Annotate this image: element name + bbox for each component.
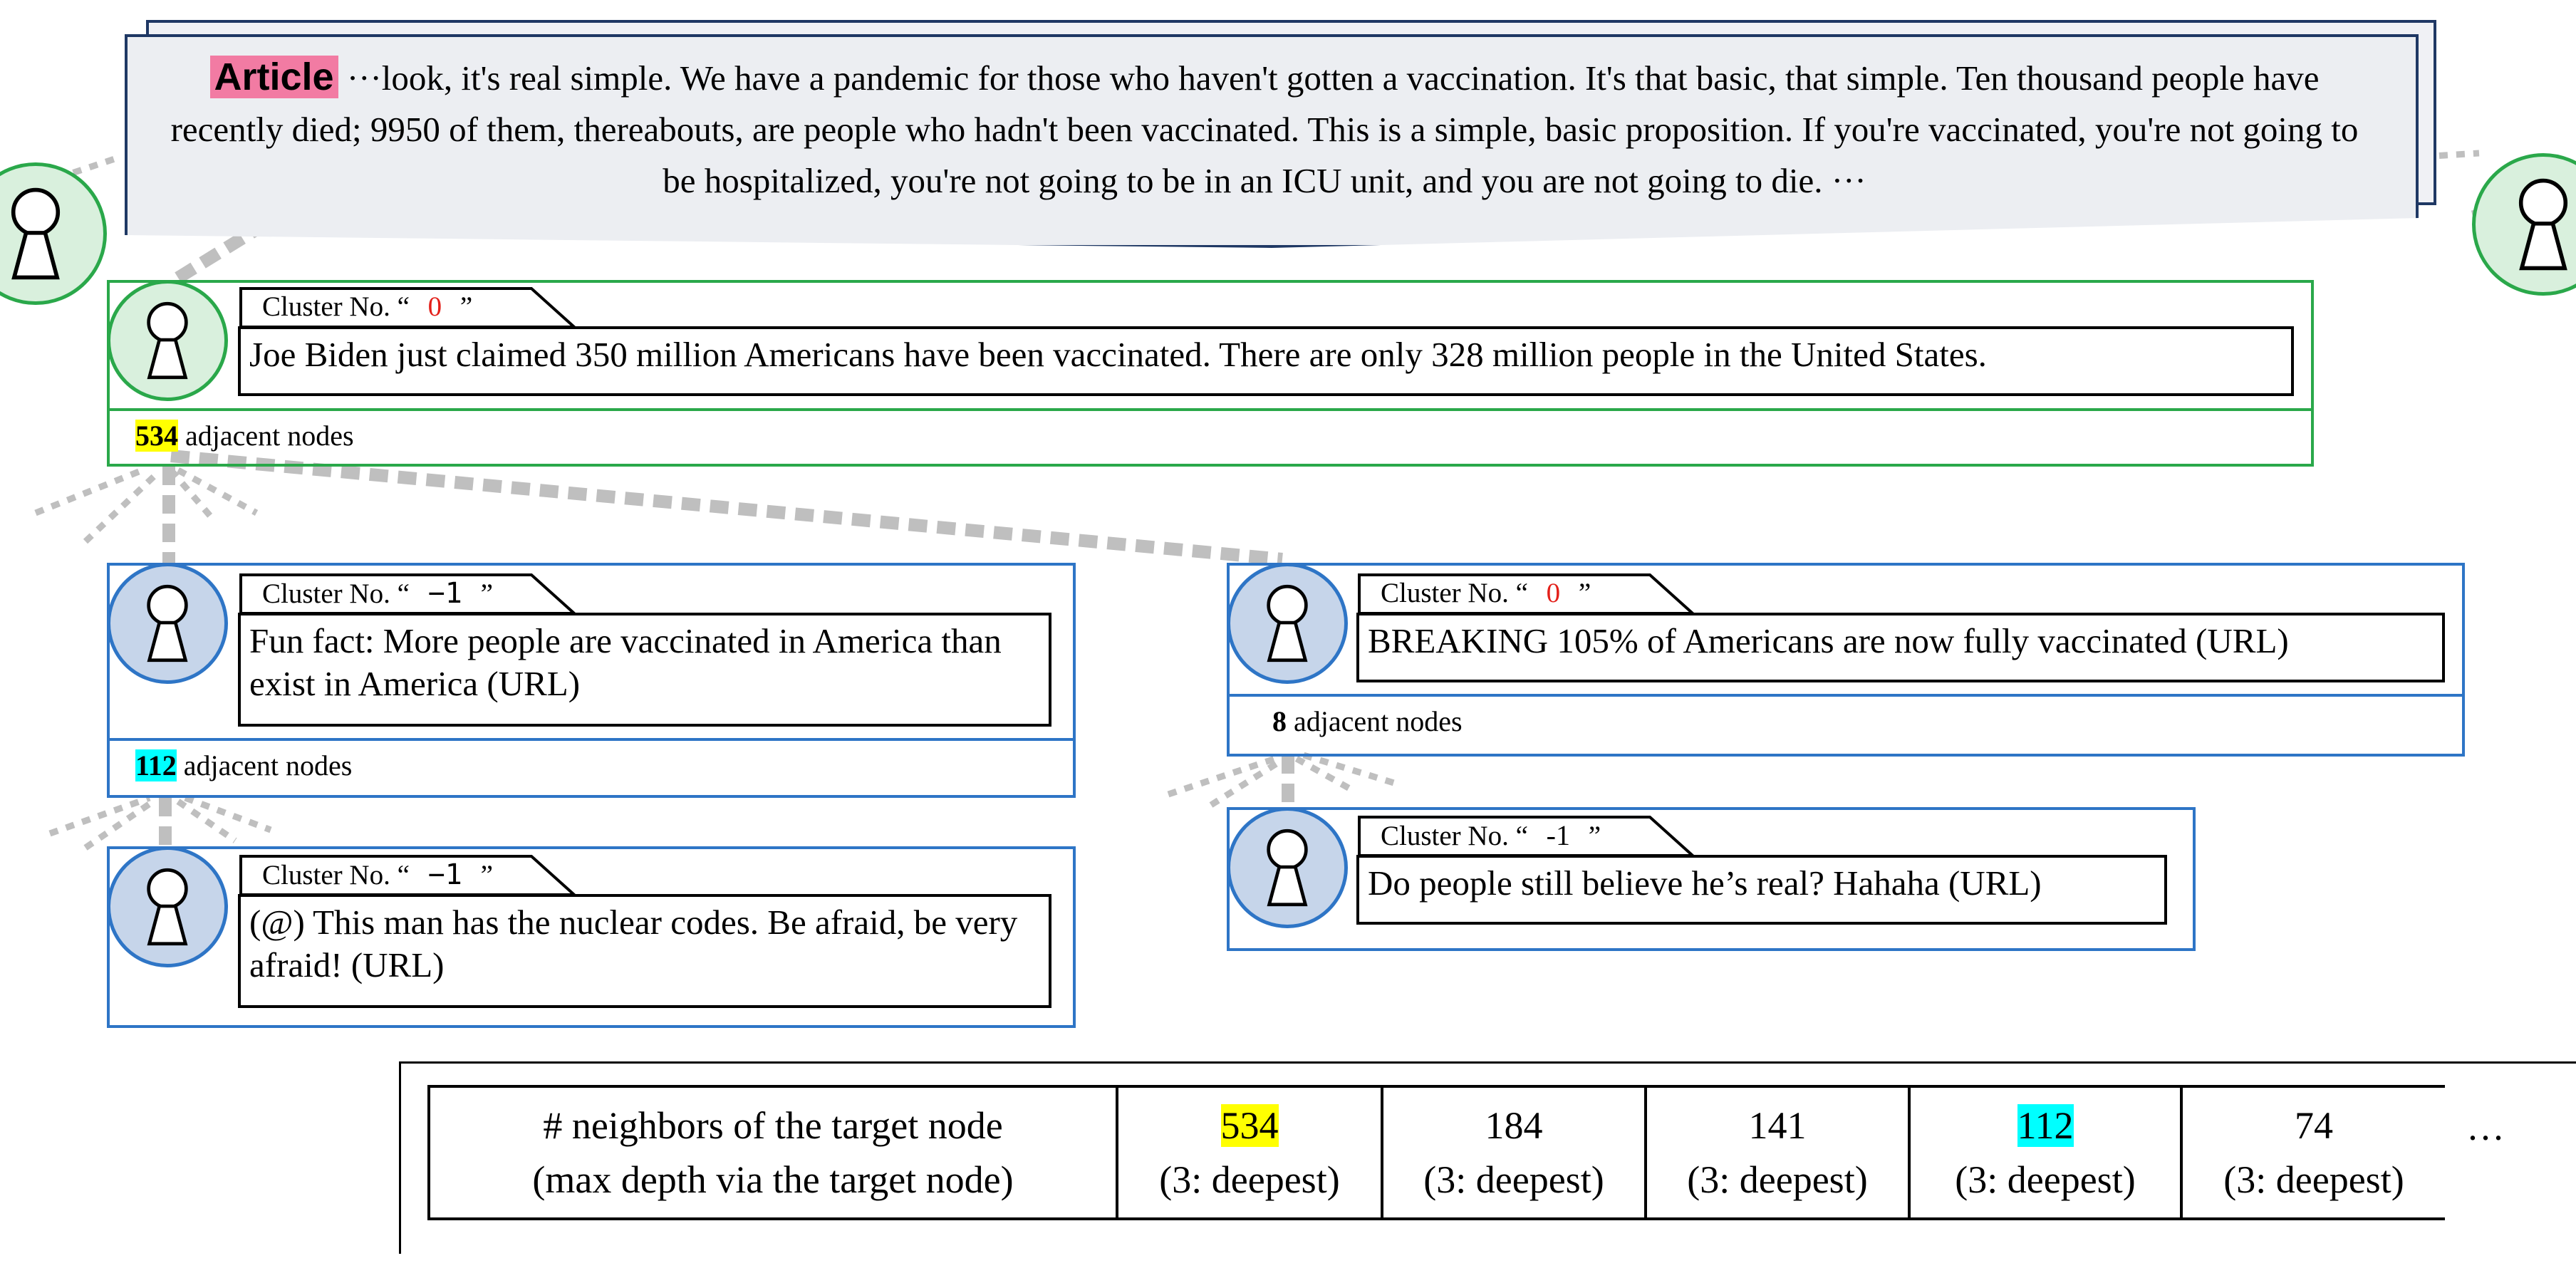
article-tag: Article [209, 56, 338, 98]
left2-avatar [107, 846, 228, 967]
article-text: ···look, it's real simple. We have a pan… [170, 58, 2359, 200]
root-avatar [107, 280, 228, 401]
left2-node-card [107, 846, 1076, 1028]
table-header-line2: (max depth via the target node) [532, 1158, 1014, 1201]
left1-node-card: 112 adjacent nodes [107, 563, 1076, 798]
article-card: Article ···look, it's real simple. We ha… [125, 34, 2419, 248]
table-count: 112 [2017, 1104, 2074, 1147]
table-depth: (3: deepest) [1687, 1158, 1868, 1201]
table-count: 141 [1748, 1104, 1807, 1147]
root-adjacent-count: 534 [135, 420, 178, 452]
table-depth: (3: deepest) [1159, 1158, 1340, 1201]
edge-root-right1 [170, 450, 1283, 566]
table-frame [399, 1061, 2576, 1254]
root-adjacent-label: adjacent nodes [178, 420, 354, 452]
right2-cluster-tab: Cluster No. “ -1 ” [1358, 816, 1696, 857]
right1-node-card: 8 adjacent nodes [1227, 563, 2465, 757]
table-depth: (3: deepest) [1955, 1158, 2136, 1201]
left2-cluster-number: −1 [427, 858, 462, 891]
left1-adjacent: 112 adjacent nodes [135, 749, 353, 781]
left2-cluster-tab: Cluster No. “ −1 ” [239, 855, 578, 896]
table-cell: 112 (3: deepest) [1908, 1085, 2183, 1220]
right2-avatar [1227, 807, 1348, 928]
table-cell: 141 (3: deepest) [1644, 1085, 1911, 1220]
right1-adjacent: 8 adjacent nodes [1272, 705, 1463, 737]
table-count: 184 [1485, 1104, 1543, 1147]
table-depth: (3: deepest) [2223, 1158, 2404, 1201]
right2-cluster-number: -1 [1546, 819, 1570, 851]
table-count: 534 [1220, 1104, 1279, 1147]
root-cluster-label: Cluster No. “ [262, 291, 417, 322]
right1-cluster-tab: Cluster No. “ 0 ” [1358, 573, 1696, 615]
avatar-right-edge [2472, 153, 2576, 296]
root-post-text: Joe Biden just claimed 350 million Ameri… [238, 326, 2294, 396]
table-count: 74 [2295, 1104, 2333, 1147]
left2-post-text: (@) This man has the nuclear codes. Be a… [238, 894, 1051, 1008]
left1-adjacent-count: 112 [135, 749, 177, 781]
neighbors-table: # neighbors of the target node (max dept… [427, 1085, 2445, 1220]
table-depth: (3: deepest) [1423, 1158, 1604, 1201]
right1-post-text: BREAKING 105% of Americans are now fully… [1356, 613, 2445, 682]
right1-cluster-number: 0 [1546, 578, 1561, 608]
table-cell: 74 (3: deepest) [2180, 1085, 2445, 1220]
table-ellipsis: ··· [2466, 1116, 2505, 1159]
root-cluster-number: 0 [427, 291, 442, 322]
table-cell: 184 (3: deepest) [1381, 1085, 1647, 1220]
left1-avatar [107, 563, 228, 684]
right1-avatar [1227, 563, 1348, 684]
left1-post-text: Fun fact: More people are vaccinated in … [238, 613, 1051, 727]
table-header-line1: # neighbors of the target node [543, 1104, 1003, 1147]
left1-cluster-number: −1 [427, 577, 462, 610]
root-node-card: 534 adjacent nodes [107, 280, 2314, 467]
right2-post-text: Do people still believe he’s real? Hahah… [1356, 855, 2167, 925]
root-cluster-tab: Cluster No. “ 0 ” [239, 287, 578, 328]
table-header-cell: # neighbors of the target node (max dept… [427, 1085, 1118, 1220]
right1-adjacent-count: 8 [1272, 705, 1287, 737]
table-cell: 534 (3: deepest) [1116, 1085, 1383, 1220]
avatar-left-edge [0, 162, 107, 305]
left1-cluster-tab: Cluster No. “ −1 ” [239, 573, 578, 615]
root-adjacent: 534 adjacent nodes [135, 418, 354, 454]
